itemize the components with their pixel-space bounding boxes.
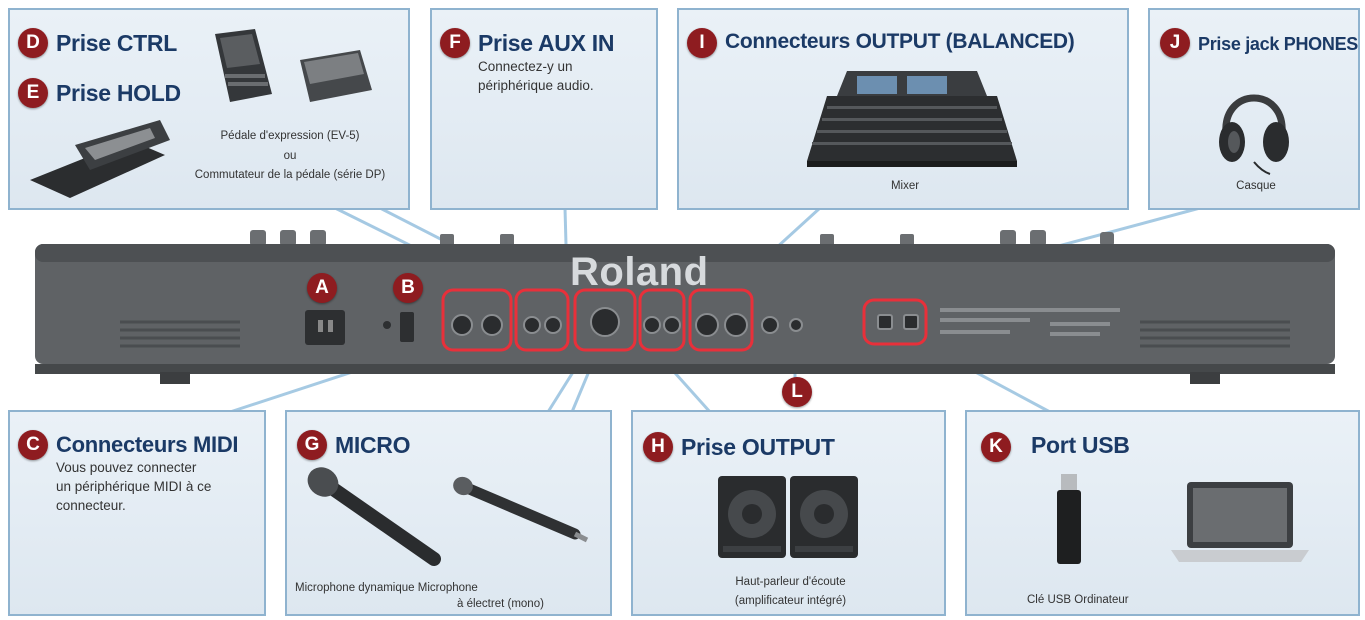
caption-or: ou	[283, 150, 297, 162]
electret-microphone-image	[453, 476, 589, 543]
jacks	[451, 307, 919, 337]
desc-midi-line1: Vous pouvez connecter	[56, 460, 197, 475]
keyboard-knobs	[250, 230, 1114, 246]
badge-e: E	[18, 78, 48, 108]
panel-aux-in: F Prise AUX IN Connectez-y un périphériq…	[430, 8, 658, 210]
title-micro: MICRO	[335, 432, 411, 458]
badge-a: A	[307, 273, 337, 303]
caption-microphone-line1: Microphone dynamique Microphone	[295, 582, 478, 594]
desc-midi-line2: un périphérique MIDI à ce	[56, 479, 212, 494]
title-prise-hold: Prise HOLD	[56, 80, 181, 106]
mixer-image	[807, 71, 1017, 167]
laptop-image	[1171, 482, 1309, 562]
panel-output: H Prise OUTPUT Haut-parleur d'écoute (am…	[631, 410, 946, 616]
badge-g: G	[297, 430, 327, 460]
panel-ctrl-hold: D Prise CTRL E Prise HOLD Pédale d'expre…	[8, 8, 410, 210]
badge-l: L	[782, 377, 812, 407]
desc-aux-line2: périphérique audio.	[478, 78, 594, 93]
dynamic-microphone-image	[307, 467, 441, 566]
caption-expression-pedal: Pédale d'expression (EV-5)	[220, 130, 360, 142]
title-prise-ctrl: Prise CTRL	[56, 30, 177, 56]
desc-aux-line1: Connectez-y un	[478, 59, 573, 74]
title-output-balanced: Connecteurs OUTPUT (BALANCED)	[725, 30, 1075, 53]
expression-pedal-image	[215, 29, 272, 102]
badge-c: C	[18, 430, 48, 460]
foot-switch-image	[300, 50, 372, 102]
power-switch	[400, 312, 414, 342]
title-port-usb: Port USB	[1031, 432, 1130, 458]
roland-logo: Roland	[570, 250, 709, 294]
desc-midi-line3: connecteur.	[56, 498, 126, 513]
badge-f: F	[440, 28, 470, 58]
caption-mixer: Mixer	[890, 180, 920, 192]
caption-microphone-line2: à électret (mono)	[457, 598, 544, 610]
panel-midi: C Connecteurs MIDI Vous pouvez connecter…	[8, 410, 266, 616]
badge-h: H	[643, 432, 673, 462]
monitor-speakers-image	[718, 476, 858, 558]
badge-i: I	[687, 28, 717, 58]
usb-stick-image	[1057, 474, 1081, 564]
caption-speaker-line2: (amplificateur intégré)	[734, 595, 847, 607]
title-prise-output: Prise OUTPUT	[681, 434, 835, 460]
title-prise-phones: Prise jack PHONES	[1198, 34, 1358, 54]
keyboard-rear-panel	[35, 230, 1335, 384]
panel-usb: K Port USB Clé USB Ordinateur	[965, 410, 1360, 616]
panel-output-balanced: I Connecteurs OUTPUT (BALANCED) Mixer	[677, 8, 1129, 210]
vent-right	[1140, 320, 1290, 348]
title-connecteurs-midi: Connecteurs MIDI	[56, 432, 239, 457]
caption-usb: Clé USB Ordinateur	[1027, 594, 1129, 606]
panel-micro: G MICRO Microphone dynamique Microphone …	[285, 410, 612, 616]
caption-speaker-line1: Haut-parleur d'écoute	[735, 576, 846, 588]
sustain-pedal-image	[30, 120, 170, 198]
label-block	[940, 308, 1120, 336]
badge-d: D	[18, 28, 48, 58]
power-inlet	[305, 310, 345, 345]
vent-left	[120, 320, 240, 348]
jack-highlights	[441, 288, 928, 352]
title-prise-aux-in: Prise AUX IN	[478, 30, 615, 56]
badge-b: B	[393, 273, 423, 303]
panel-phones: J Prise jack PHONES Casque	[1148, 8, 1360, 210]
badge-j: J	[1160, 28, 1190, 58]
caption-pedal-switch: Commutateur de la pédale (série DP)	[194, 169, 386, 181]
caption-casque: Casque	[1236, 180, 1276, 192]
headphones-image	[1219, 94, 1289, 175]
badge-k: K	[981, 432, 1011, 462]
